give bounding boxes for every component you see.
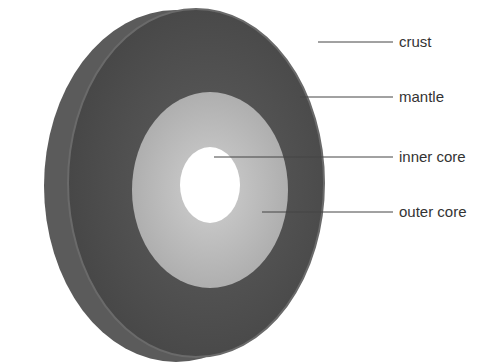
layer-label: crust	[399, 33, 432, 51]
leader-lines	[214, 42, 393, 212]
leader-line	[262, 212, 393, 213]
mantle-face	[68, 9, 324, 357]
inner-core	[180, 147, 240, 223]
leader-line	[214, 157, 393, 158]
outer-core	[132, 92, 288, 288]
leader-line	[318, 42, 393, 43]
layer-label: mantle	[399, 88, 444, 106]
layer-label: outer core	[399, 203, 467, 221]
layer-label: inner core	[399, 148, 466, 166]
leader-line	[300, 97, 393, 98]
